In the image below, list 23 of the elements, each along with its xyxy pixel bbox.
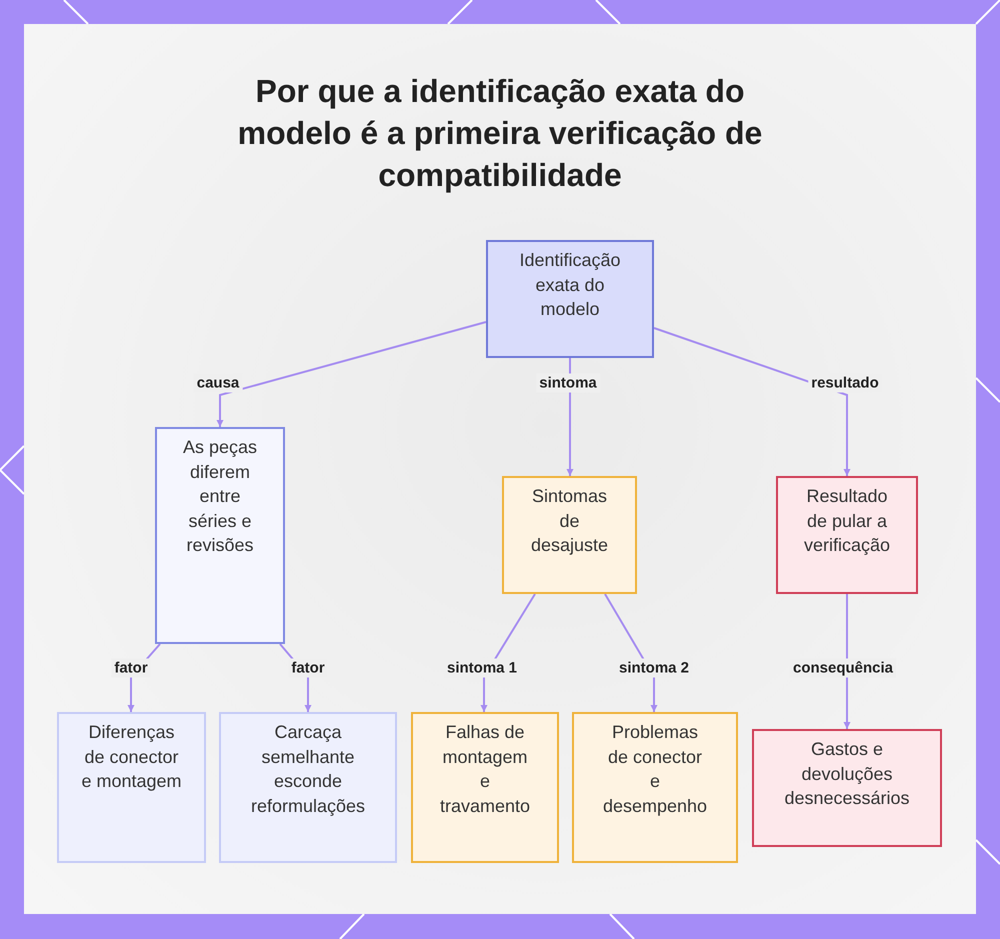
node-text: Diferenças de conector e montagem (81, 721, 182, 793)
edge-label: fator (111, 658, 151, 678)
node-text: Falhas de montagem e travamento (438, 721, 532, 818)
node-text: Sintomas de desajuste (530, 485, 610, 557)
process-box (219, 712, 397, 863)
process-box (411, 712, 559, 863)
node-text: Resultado de pular a verificação (802, 485, 892, 557)
process-box (752, 729, 942, 847)
node-text: Carcaça semelhante esconde reformulações (250, 721, 366, 818)
process-box (155, 427, 285, 644)
arrow (654, 327, 850, 476)
process-box (502, 476, 637, 594)
diagram-title: Por que a identificação exata do modelo é a primeira verificação de compatibilidade (236, 72, 764, 195)
process-box (486, 240, 654, 358)
arrow (216, 321, 486, 427)
node-text: Identificação exata do modelo (518, 249, 622, 321)
node-text: Problemas de conector e desempenho (602, 721, 708, 818)
process-box (572, 712, 738, 863)
edge-label: sintoma (536, 374, 600, 392)
process-box (57, 712, 206, 863)
process-box (776, 476, 918, 594)
node-text: Gastos e devoluções desnecessários (783, 738, 911, 810)
node-text: As peças diferem entre séries e revisões (182, 436, 258, 557)
